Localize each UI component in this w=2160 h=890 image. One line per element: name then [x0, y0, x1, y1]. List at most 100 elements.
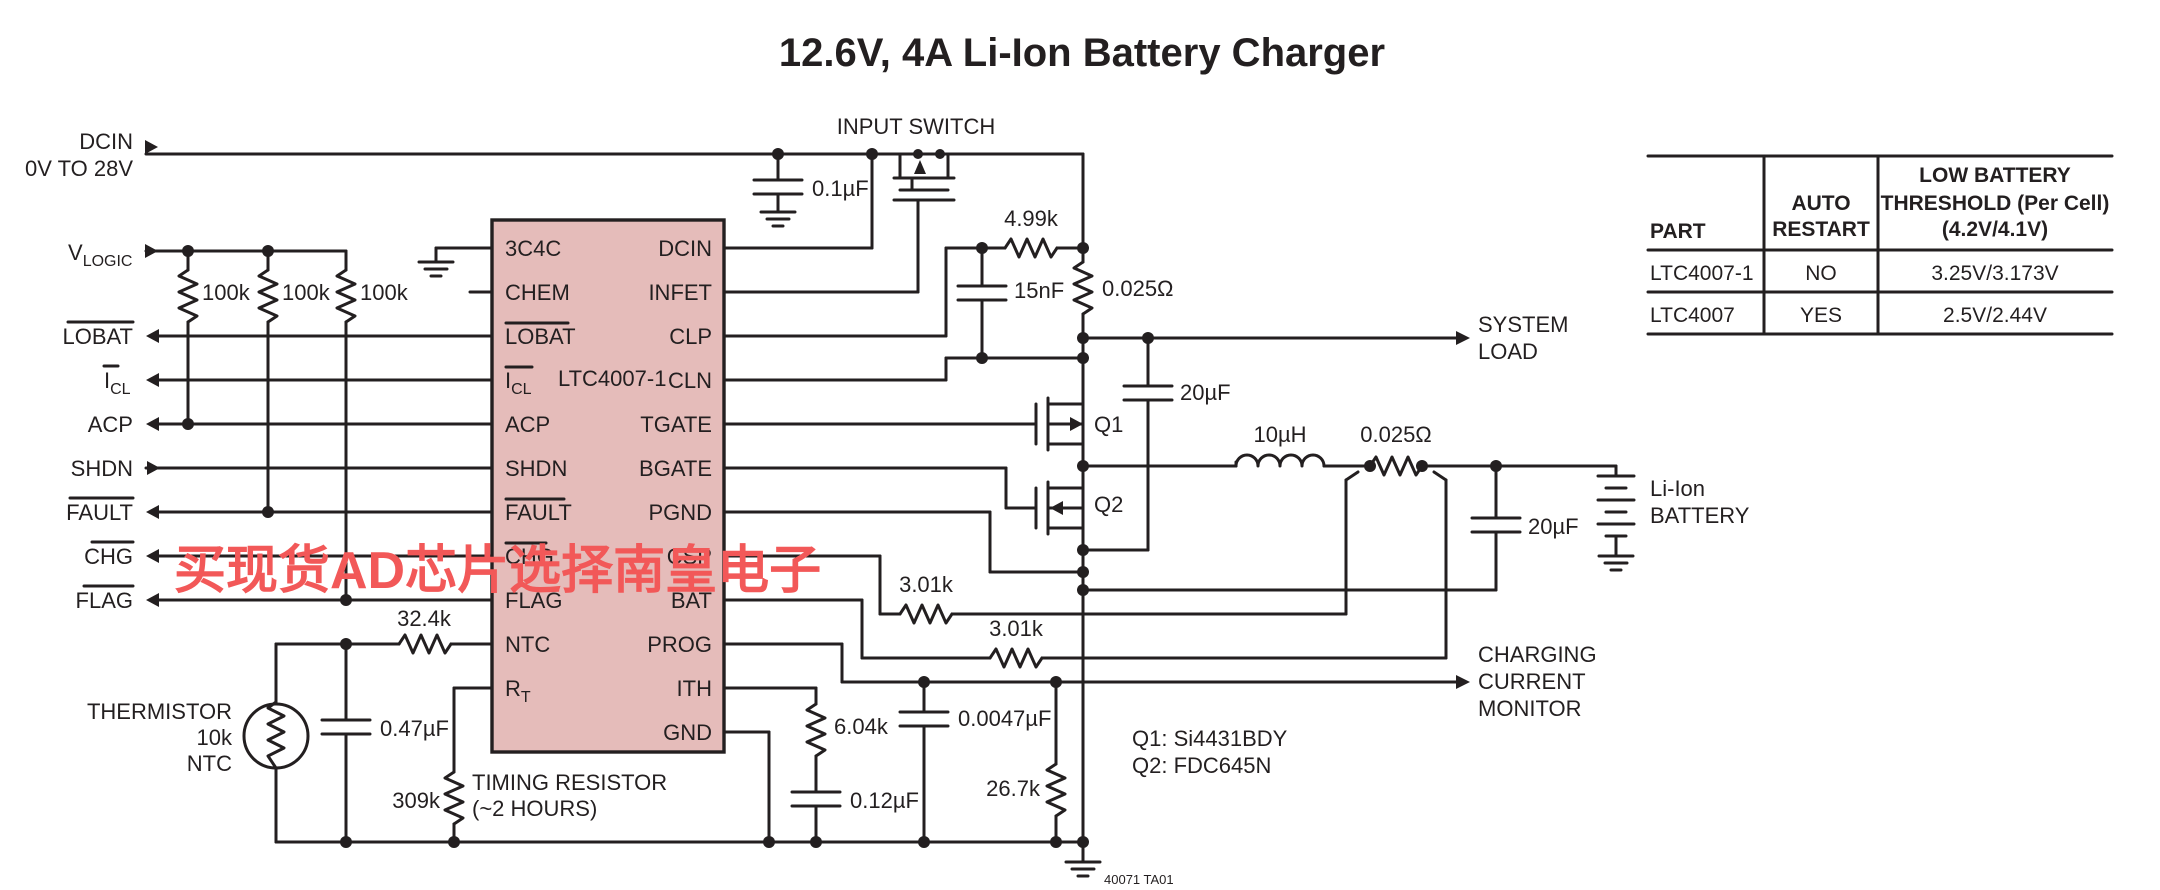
clp-resistor: [1003, 237, 1059, 259]
ccm-label-1: CHARGING: [1478, 642, 1597, 667]
pin-clp: CLP: [669, 324, 712, 349]
q2-label: Q2: [1094, 492, 1123, 517]
pullup-3-value: 100k: [360, 280, 409, 305]
bat-resistor: [988, 647, 1044, 669]
signal-dcin-range: 0V TO 28V: [25, 156, 133, 181]
ic-ltc4007-1: [490, 218, 726, 754]
battery-capacitor-value: 20µF: [1528, 514, 1579, 539]
inductor-value: 10µH: [1253, 422, 1306, 447]
signal-fault: FAULT: [66, 500, 133, 525]
pin-3c4c: 3C4C: [505, 236, 561, 261]
dcin-arrow: [145, 140, 158, 154]
timing-resistor-value: 309k: [392, 788, 441, 813]
pullup-1-value: 100k: [202, 280, 251, 305]
pin-prog: PROG: [647, 632, 712, 657]
pin-bgate: BGATE: [639, 456, 712, 481]
signal-chg: CHG: [84, 544, 133, 569]
pin-fault: FAULT: [505, 500, 572, 525]
battery-sense-resistor-value: 0.025Ω: [1360, 422, 1432, 447]
input-switch-label: INPUT SWITCH: [837, 114, 995, 139]
pin-csp: CSP: [667, 544, 712, 569]
pin-ntc: NTC: [505, 632, 550, 657]
signal-dcin-label: DCIN: [79, 129, 133, 154]
table-cell: 3.25V/3.173V: [1931, 262, 2058, 285]
clp-capacitor-value: 15nF: [1014, 278, 1064, 303]
q1-label: Q1: [1094, 412, 1123, 437]
system-load-label-1: SYSTEM: [1478, 312, 1568, 337]
thermistor-label-3: NTC: [187, 751, 232, 776]
bat-resistor-value: 3.01k: [989, 616, 1044, 641]
pin-infet: INFET: [648, 280, 712, 305]
pin-dcin: DCIN: [658, 236, 712, 261]
ntc-resistor: [397, 633, 453, 655]
q2-part-note: Q2: FDC645N: [1132, 753, 1271, 778]
pin-bat: BAT: [671, 588, 712, 613]
prog-resistor-value: 26.7k: [986, 776, 1041, 801]
table-header-auto-1: AUTO: [1791, 192, 1850, 215]
pullup-resistor-1: [177, 268, 199, 324]
table-cell: LTC4007-1: [1650, 262, 1754, 285]
ccm-label-2: CURRENT: [1478, 669, 1586, 694]
signal-shdn: SHDN: [71, 456, 133, 481]
pin-ith: ITH: [677, 676, 712, 701]
table-cell: LTC4007: [1650, 304, 1735, 327]
csp-resistor-value: 3.01k: [899, 572, 954, 597]
pin-icl: ICL: [505, 368, 532, 398]
battery-sense-resistor: [1368, 455, 1424, 477]
pin-tgate: TGATE: [640, 412, 712, 437]
figure-code: 40071 TA01: [1104, 872, 1174, 887]
table-header-auto-2: RESTART: [1772, 218, 1870, 241]
pin-gnd: GND: [663, 720, 712, 745]
pullup-2-value: 100k: [282, 280, 331, 305]
threshold-table: [1646, 154, 2114, 336]
pin-rt: RT: [505, 676, 531, 706]
ground-dcin-cap: [759, 210, 797, 228]
ground-battery: [1597, 554, 1635, 572]
thermistor-label-1: THERMISTOR: [87, 699, 232, 724]
table-cell: 2.5V/2.44V: [1943, 304, 2047, 327]
table-header-thresh-2: THRESHOLD (Per Cell): [1881, 192, 2110, 215]
pin-flag: FLAG: [505, 588, 562, 613]
signal-flag: FLAG: [76, 588, 133, 613]
ccm-label-3: MONITOR: [1478, 696, 1581, 721]
prog-resistor: [1045, 762, 1067, 818]
signal-icl: ICL: [104, 368, 131, 398]
ground-main: [1064, 860, 1102, 878]
ith-resistor: [805, 702, 827, 758]
thermistor-label-2: 10k: [197, 725, 233, 750]
prog-capacitor-value: 0.0047µF: [958, 706, 1051, 731]
table-header-part: PART: [1650, 220, 1706, 243]
battery-label-1: Li-Ion: [1650, 476, 1705, 501]
pullup-resistor-3: [335, 268, 357, 324]
pullup-resistor-2: [257, 268, 279, 324]
li-ion-battery: [1596, 474, 1636, 538]
input-sense-resistor: [1072, 260, 1094, 316]
diagram-title: 12.6V, 4A Li-Ion Battery Charger: [779, 31, 1385, 75]
table-header-thresh-1: LOW BATTERY: [1919, 164, 2071, 187]
q1-part-note: Q1: Si4431BDY: [1132, 726, 1288, 751]
csp-resistor: [898, 603, 954, 625]
pin-cln: CLN: [668, 368, 712, 393]
battery-label-2: BATTERY: [1650, 503, 1750, 528]
clp-resistor-value: 4.99k: [1004, 206, 1059, 231]
ground-3c4c: [417, 260, 455, 278]
table-header-thresh-3: (4.2V/4.1V): [1942, 218, 2048, 241]
watermark: 买现货AD芯片选择南皇电子: [174, 542, 821, 600]
pin-shdn: SHDN: [505, 456, 567, 481]
system-capacitor-value: 20µF: [1180, 380, 1231, 405]
pin-lobat: LOBAT: [505, 324, 576, 349]
pin-acp: ACP: [505, 412, 550, 437]
input-sense-resistor-value: 0.025Ω: [1102, 276, 1174, 301]
ic-name: LTC4007-1: [558, 366, 666, 391]
ith-resistor-value: 6.04k: [834, 714, 889, 739]
pin-pgnd: PGND: [648, 500, 712, 525]
signal-lobat: LOBAT: [62, 324, 133, 349]
table-cell: NO: [1805, 262, 1837, 285]
ntc-capacitor-value: 0.47µF: [380, 716, 449, 741]
pin-chem: CHEM: [505, 280, 570, 305]
timing-resistor: [443, 770, 465, 826]
inductor: [1234, 453, 1326, 468]
ith-capacitor-value: 0.12µF: [850, 788, 919, 813]
dcin-capacitor-value: 0.1µF: [812, 176, 869, 201]
